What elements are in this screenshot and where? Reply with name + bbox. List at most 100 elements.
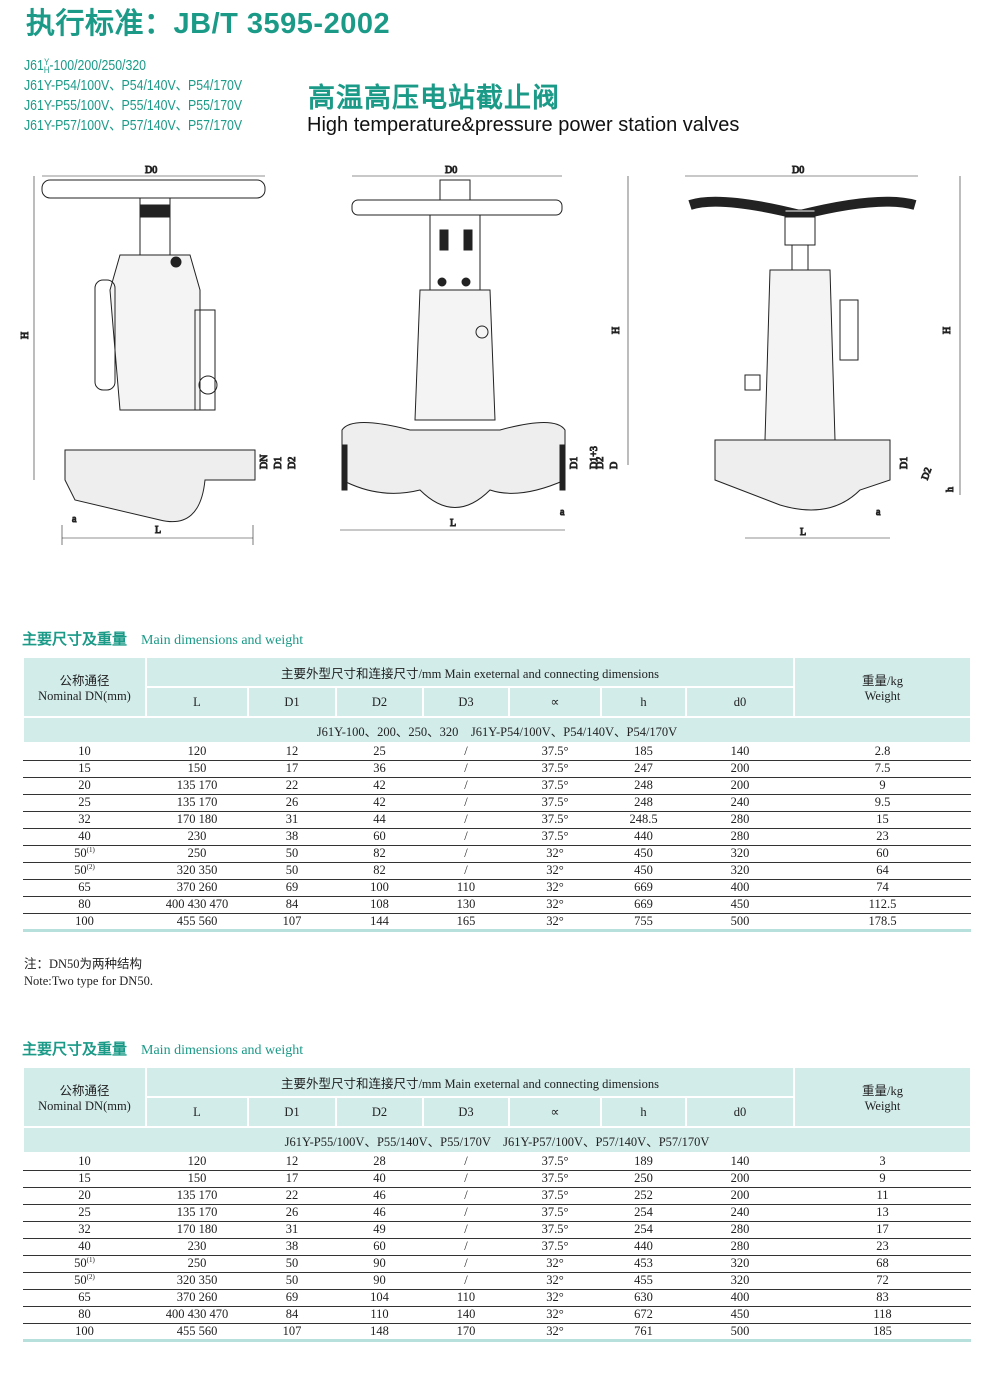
cell: 248 <box>601 794 686 812</box>
cell: 37.5° <box>509 1170 601 1188</box>
cell: 280 <box>686 1221 794 1239</box>
cell: 37.5° <box>509 811 601 829</box>
cell: 49 <box>336 1221 423 1239</box>
cell: 37.5° <box>509 1153 601 1171</box>
header-col: D3 <box>422 1096 510 1128</box>
header-col: D2 <box>335 686 424 718</box>
cell: 40 <box>336 1170 423 1188</box>
cell: 20 <box>23 1187 146 1205</box>
cell: 370 260 <box>146 1289 248 1307</box>
cell: 38 <box>248 1238 336 1256</box>
cell: 455 560 <box>146 913 248 932</box>
label-l: L <box>155 525 161 536</box>
section-title-cn: 主要尺寸及重量 <box>22 1042 128 1058</box>
cell: 150 <box>146 760 248 778</box>
cell: 252 <box>601 1187 686 1205</box>
cell: 370 260 <box>146 879 248 897</box>
note-cn: 注：DN50为两种结构 <box>24 957 143 971</box>
label-a: a <box>72 514 77 525</box>
cell: 100 <box>336 879 423 897</box>
cell: 110 <box>423 879 509 897</box>
cell: 50 <box>248 845 336 863</box>
cell: 400 <box>686 1289 794 1307</box>
cell: 50(1) <box>23 1255 146 1273</box>
cell: 22 <box>248 777 336 795</box>
label-a: a <box>560 507 565 518</box>
cell: 108 <box>336 896 423 914</box>
label-dn: DN <box>259 455 270 469</box>
cell: 32° <box>509 845 601 863</box>
cell: 17 <box>248 1170 336 1188</box>
label-d1: D1 <box>273 457 284 469</box>
label-d2: D2 <box>287 457 298 469</box>
cell: 254 <box>601 1221 686 1239</box>
cell: 200 <box>686 1187 794 1205</box>
cell: 23 <box>794 1238 971 1256</box>
cell: 50 <box>248 1272 336 1290</box>
cell: 80 <box>23 1306 146 1324</box>
cell: 26 <box>248 794 336 812</box>
cell: 110 <box>423 1289 509 1307</box>
cell: 440 <box>601 1238 686 1256</box>
label-d1: D1 <box>899 457 910 469</box>
valve-drawings: D0 H L DN D1 D2 a D0 H L D1 D1+3 D2 D a <box>20 165 961 545</box>
cell: 50 <box>248 862 336 880</box>
cell: 120 <box>146 1153 248 1171</box>
cell: 60 <box>794 845 971 863</box>
cell: 31 <box>248 811 336 829</box>
header-dims: 主要外型尺寸和连接尺寸/mm Main exeternal and connec… <box>145 1066 795 1098</box>
cell: 17 <box>248 760 336 778</box>
cell: 32° <box>509 913 601 932</box>
cell: / <box>423 1153 509 1171</box>
cell: 11 <box>794 1187 971 1205</box>
cell: 140 <box>686 1153 794 1171</box>
section-title-2: 主要尺寸及重量 Main dimensions and weight <box>22 1038 303 1059</box>
label-d1: D1 <box>569 457 580 469</box>
label-h: H <box>942 327 953 334</box>
cell: 84 <box>248 1306 336 1324</box>
header-col: ∝ <box>508 1096 602 1128</box>
label-d0: D0 <box>145 165 157 176</box>
cell: 140 <box>423 1306 509 1324</box>
header-col: D2 <box>335 1096 424 1128</box>
cell: 100 <box>23 913 146 932</box>
cell: / <box>423 1204 509 1222</box>
cell: 32° <box>509 896 601 914</box>
cell: 135 170 <box>146 794 248 812</box>
section-title-en: Main dimensions and weight <box>141 1043 304 1058</box>
cell: 178.5 <box>794 913 971 932</box>
cell: 100 <box>23 1323 146 1342</box>
cell: 36 <box>336 760 423 778</box>
cell: 110 <box>336 1306 423 1324</box>
cell: 250 <box>601 1170 686 1188</box>
cell: 9 <box>794 1170 971 1188</box>
cell: 185 <box>601 743 686 761</box>
label-h-small: h <box>945 487 956 492</box>
cell: 32° <box>509 1255 601 1273</box>
cell: 135 170 <box>146 1187 248 1205</box>
cell: 118 <box>794 1306 971 1324</box>
cell: 400 <box>686 879 794 897</box>
cell: 50(2) <box>23 1272 146 1290</box>
cell: 165 <box>423 913 509 932</box>
label-l: L <box>450 518 456 529</box>
cell: 200 <box>686 777 794 795</box>
cell: 248 <box>601 777 686 795</box>
cell: 32° <box>509 862 601 880</box>
cell: 82 <box>336 862 423 880</box>
cell: 15 <box>794 811 971 829</box>
header-col: d0 <box>685 686 795 718</box>
cell: 140 <box>686 743 794 761</box>
cell: 455 560 <box>146 1323 248 1342</box>
cell: 37.5° <box>509 743 601 761</box>
